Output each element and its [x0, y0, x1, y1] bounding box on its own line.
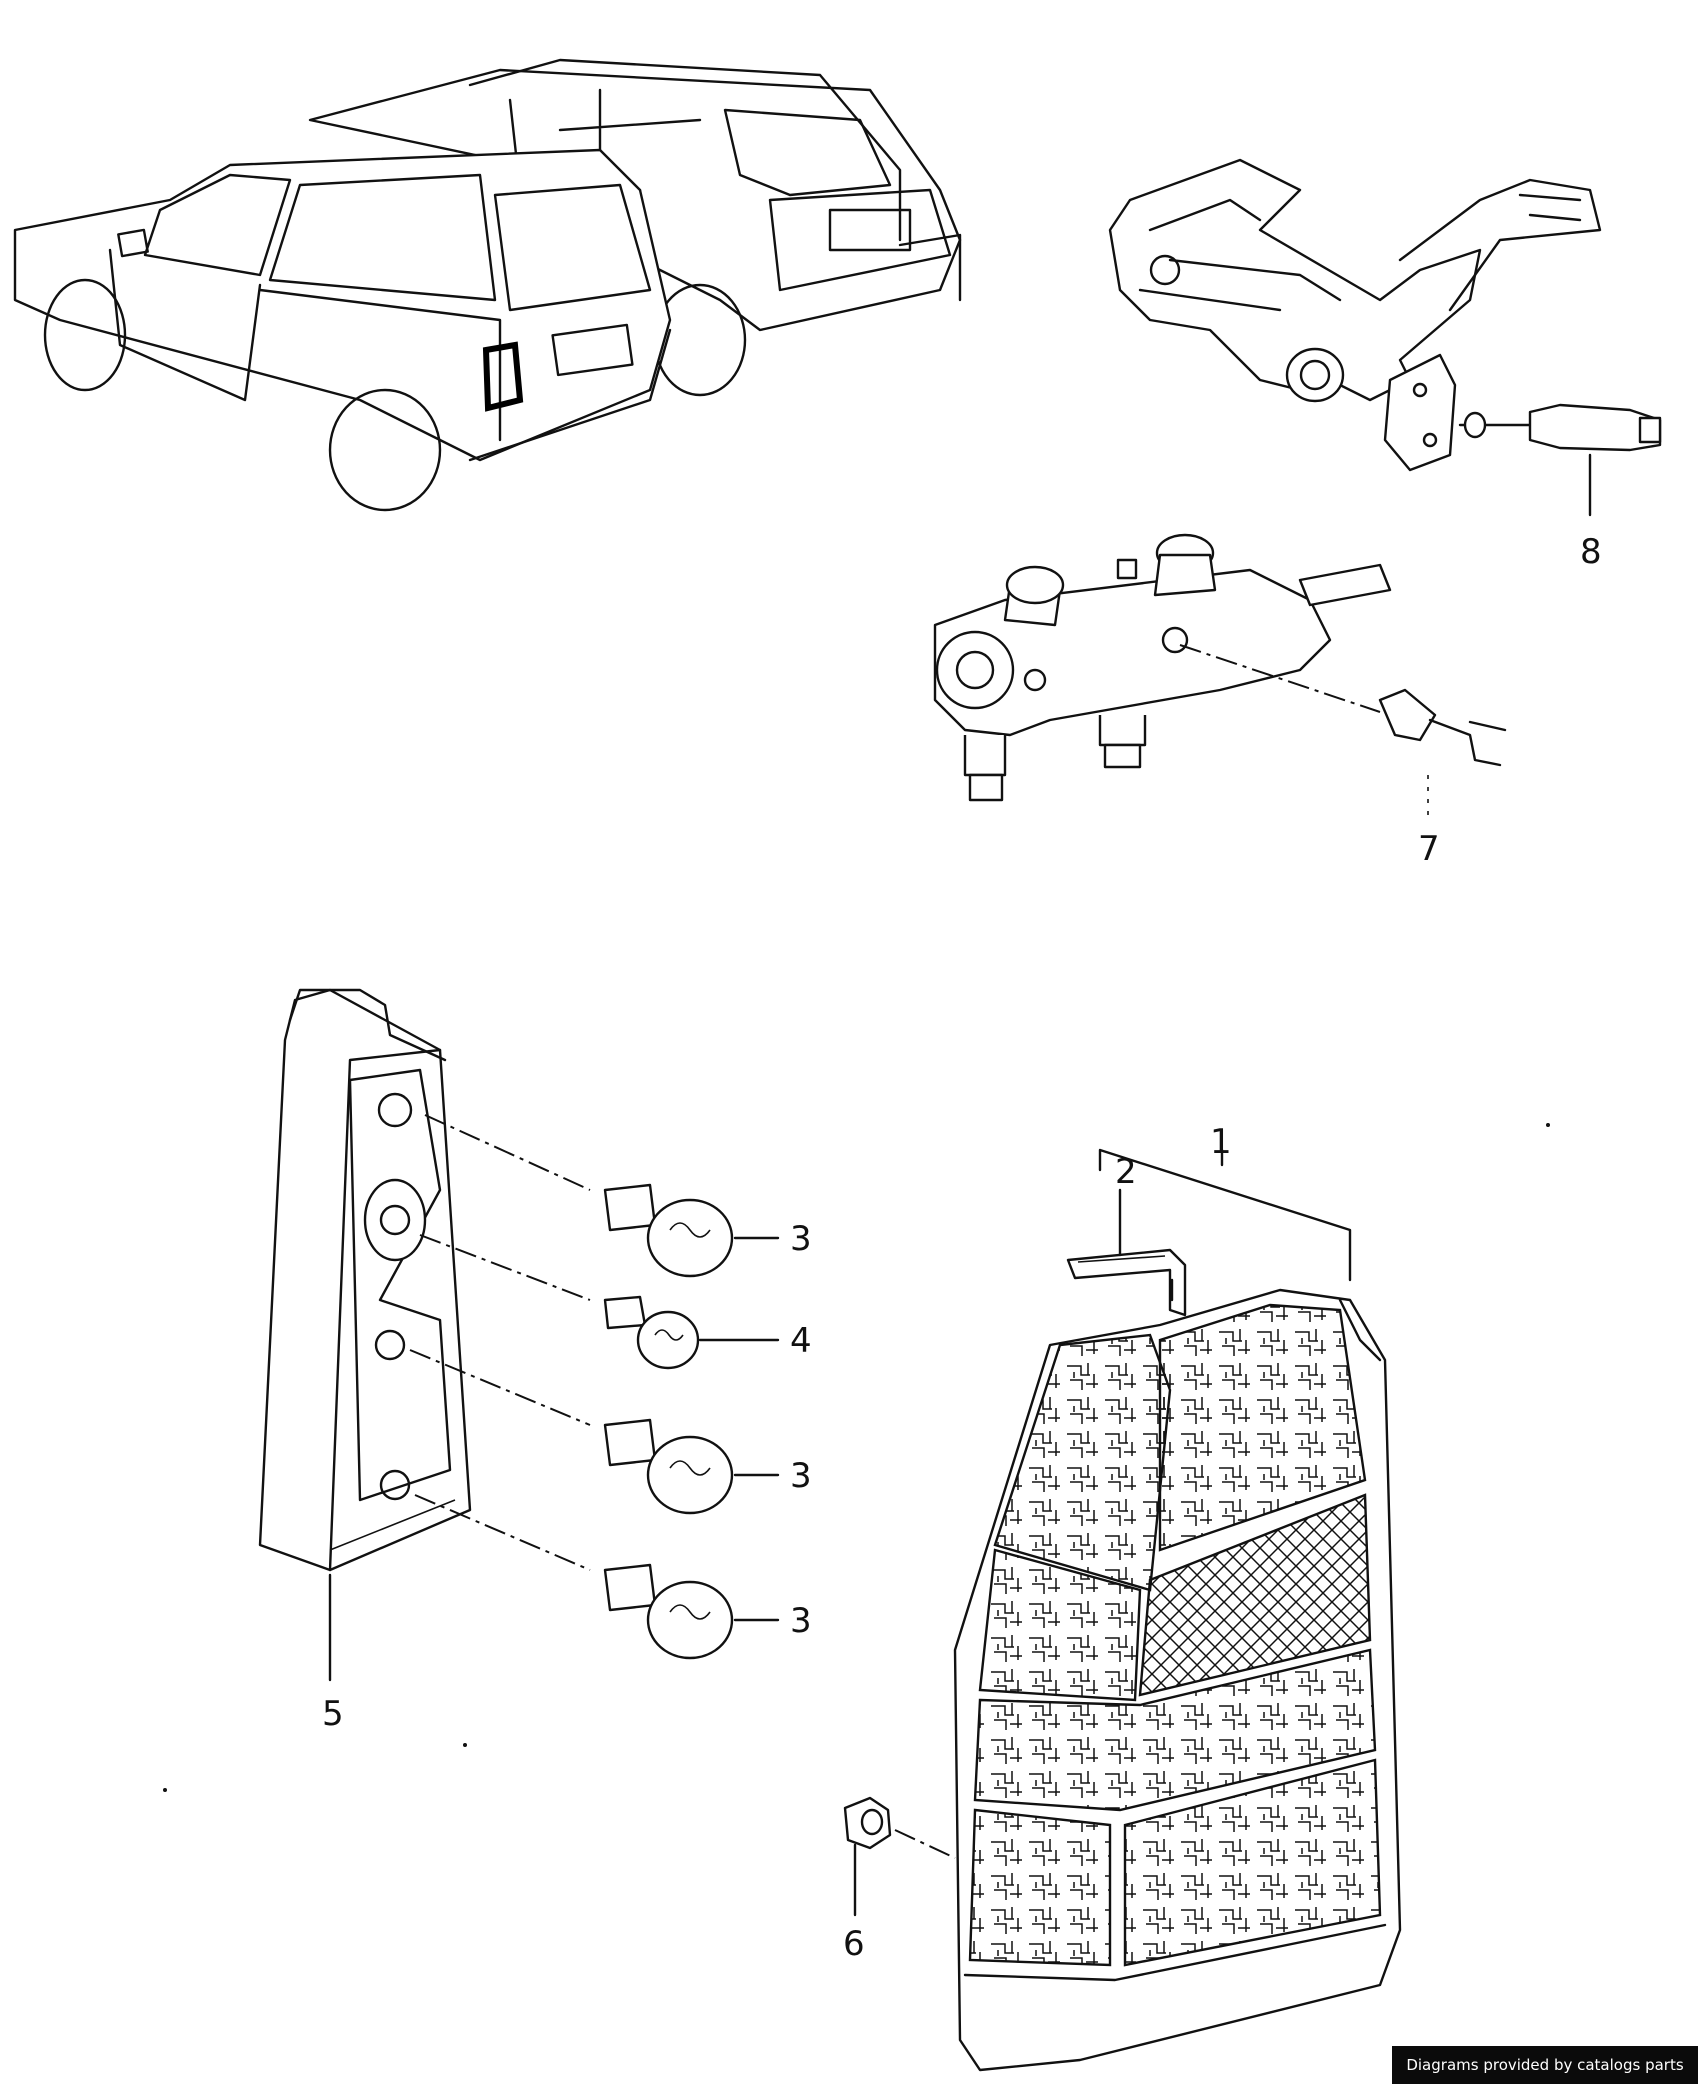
callout-3-middle: 3 [790, 1456, 812, 1496]
tail-light-lens [953, 1288, 1402, 2072]
callout-2: 2 [1115, 1152, 1137, 1192]
callout-5: 5 [322, 1694, 344, 1734]
speck [463, 1743, 467, 1747]
vehicle-front-car-illustration [13, 148, 672, 512]
speck [163, 1788, 167, 1792]
brake-pressure-switch [1378, 688, 1507, 767]
bulb-leader-lines [409, 1114, 591, 1571]
diagram-credit-badge: Diagrams provided by catalogs parts [1392, 2046, 1698, 2084]
bulb-upper [603, 1183, 734, 1278]
bulb-middle [603, 1418, 734, 1515]
leader-nut-6 [894, 1829, 956, 1859]
bulb-small [603, 1295, 700, 1370]
callout-1: 1 [1210, 1122, 1232, 1162]
leader-switch-7 [1179, 644, 1381, 713]
speck [1546, 1123, 1550, 1127]
callout-leaders [328, 453, 1592, 1917]
pedal-bracket-assembly [1108, 158, 1602, 472]
lamp-seal [1066, 1248, 1187, 1317]
callout-7: 7 [1418, 829, 1440, 869]
bulb-lower [603, 1563, 734, 1660]
vehicle-rear-car-illustration [308, 58, 962, 397]
brake-light-switch [1458, 403, 1662, 452]
bulb-carrier [258, 988, 472, 1572]
callout-8: 8 [1580, 532, 1602, 572]
callout-3-upper: 3 [790, 1219, 812, 1259]
callout-6: 6 [843, 1924, 865, 1964]
callout-3-lower: 3 [790, 1601, 812, 1641]
brake-master-cylinder [933, 533, 1392, 802]
mounting-nut [843, 1796, 892, 1850]
callout-4: 4 [790, 1321, 812, 1361]
